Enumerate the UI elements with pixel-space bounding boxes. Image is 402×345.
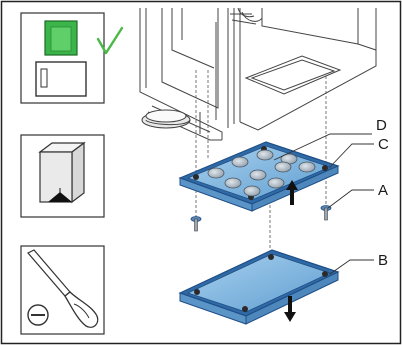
screw-right bbox=[321, 206, 331, 221]
callout-label-d: D bbox=[376, 117, 387, 134]
callout-label-a: A bbox=[378, 182, 388, 199]
cabinet-bottom-access-icon bbox=[40, 143, 84, 202]
icon-panel-cabinet-bottom bbox=[21, 135, 104, 217]
tray-c bbox=[180, 142, 338, 211]
tray-b bbox=[180, 250, 338, 324]
base-fan bbox=[142, 110, 190, 128]
callout-label-c: C bbox=[378, 136, 389, 153]
screw-left bbox=[191, 217, 201, 232]
callout-label-b: B bbox=[378, 252, 388, 269]
icon-panel-power-off bbox=[21, 13, 122, 103]
icon-panel-screwdriver bbox=[21, 246, 104, 334]
